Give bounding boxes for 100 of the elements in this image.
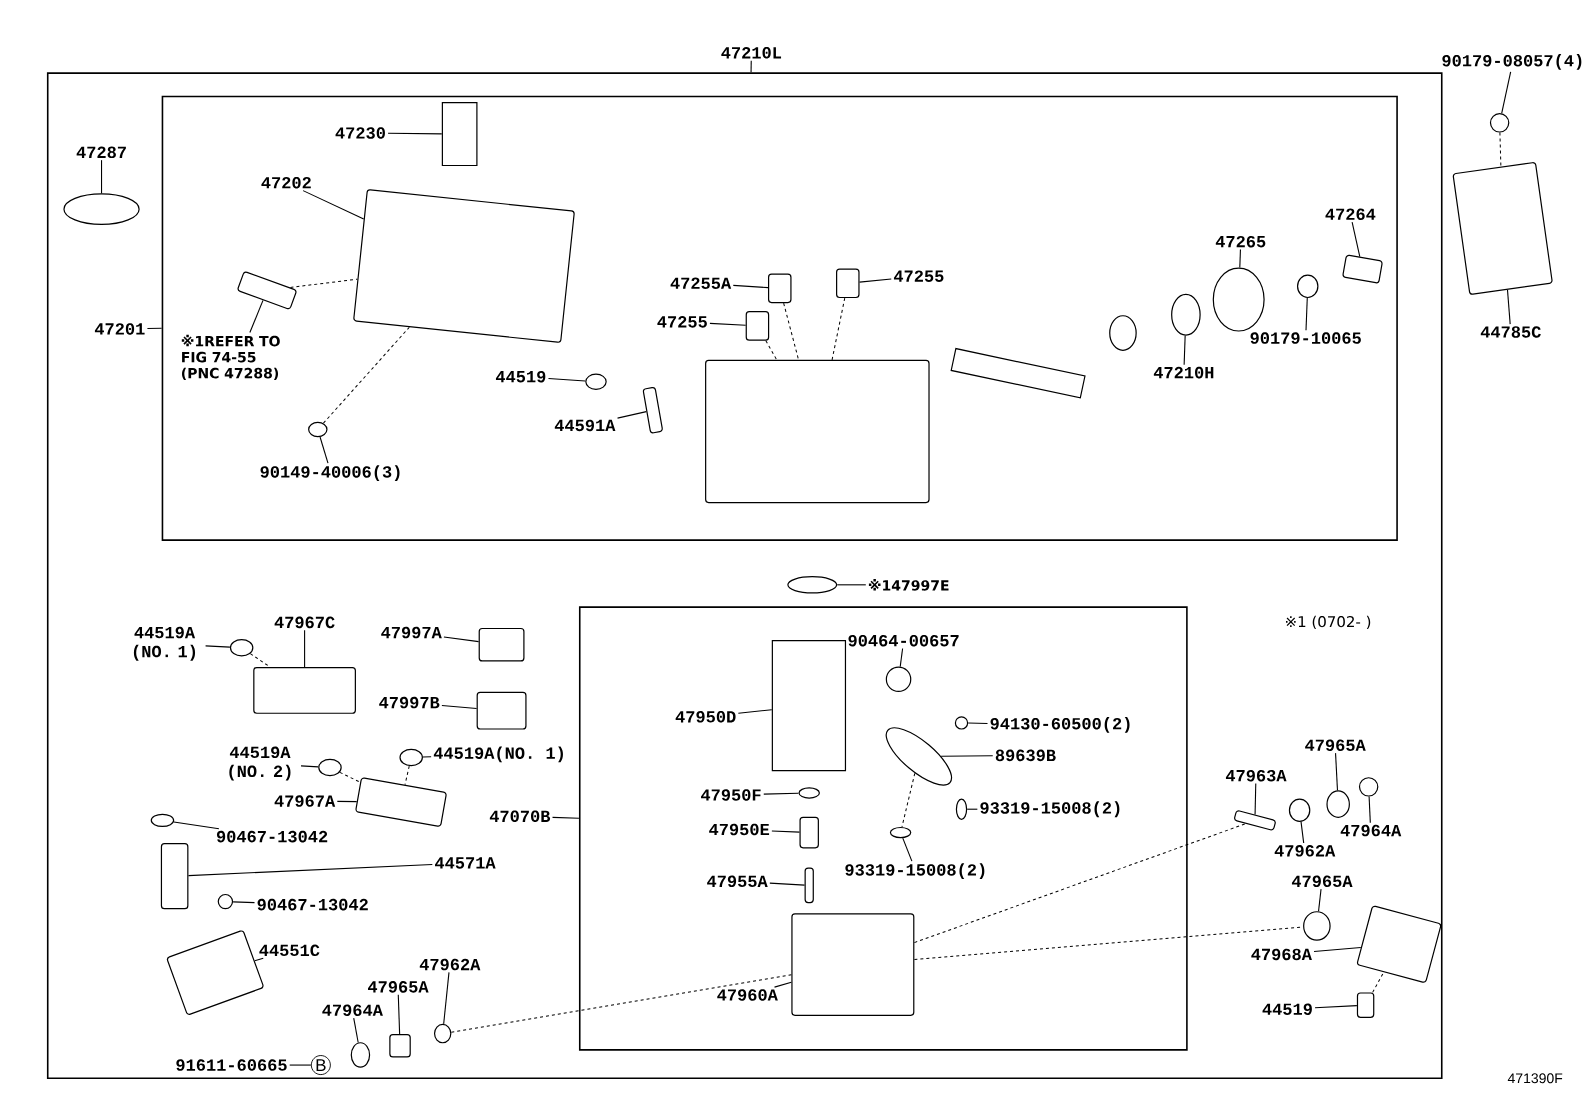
bolt-drawing (399, 748, 423, 767)
part-number: 47202 (261, 176, 311, 189)
leader-line (1506, 289, 1511, 325)
group-frame (161, 95, 1398, 541)
part-number: 44519 (1262, 1003, 1312, 1015)
part-number: 47230 (335, 127, 385, 139)
leader-line (732, 284, 769, 289)
leader-line (304, 629, 306, 668)
part-number: 47962A (419, 958, 481, 971)
bolt-drawing (804, 867, 814, 904)
circle-mark: B (310, 1055, 331, 1075)
nut-drawing (1489, 113, 1510, 133)
leader-line (547, 377, 586, 382)
leader-line (187, 863, 433, 877)
gasket-drawing (63, 193, 140, 225)
leader-line (387, 132, 443, 135)
part-number: 47962A (1274, 845, 1336, 857)
part-number: 93319-15008(2) (845, 863, 985, 880)
leader-line (249, 299, 264, 334)
reservoir-drawing (353, 189, 575, 343)
bolt-drawing (229, 639, 254, 657)
part-number: 44519 (495, 370, 546, 383)
cap-drawing (441, 101, 478, 167)
leader-line (232, 901, 256, 904)
bolt-drawing (1356, 992, 1375, 1018)
part-number: 90467-13042 (257, 898, 368, 911)
leader-line (750, 60, 752, 73)
part-number: 47950D (675, 711, 736, 723)
hose-drawing (160, 843, 189, 910)
washer-drawing (798, 787, 820, 799)
leader-line (443, 636, 480, 643)
part-number: 47210H (1153, 366, 1214, 379)
cushion-drawing (389, 1033, 411, 1058)
leader-line (763, 792, 799, 795)
hose-clamp-drawing (150, 813, 175, 828)
actuator-drawing (705, 359, 930, 504)
part-number: 47965A (1291, 875, 1353, 888)
part-number: 47201 (94, 323, 145, 335)
note-text: ※1REFER TO FIG 74-55 (PNC 47288) (181, 334, 280, 381)
group-frame (578, 606, 1188, 1051)
bracket-drawing (642, 386, 663, 434)
leader-line (397, 994, 401, 1035)
part-number: 47964A (322, 1004, 383, 1016)
part-number: 90149-40006(3) (260, 465, 400, 482)
leader-line (441, 704, 478, 710)
leader-line (1313, 946, 1362, 953)
leader-line (1254, 783, 1257, 816)
leader-line (1305, 297, 1308, 331)
dashed-line (450, 974, 792, 1033)
dashed-line (831, 297, 846, 361)
dashed-line (913, 926, 1304, 960)
leader-line (300, 765, 319, 768)
plug-drawing (745, 311, 770, 341)
part-number: 47210L (721, 47, 782, 59)
note-text: ※1 (0702- ) (1286, 615, 1371, 630)
part-number: 44519A (NO. 2) (229, 746, 291, 781)
harness-drawing (885, 727, 953, 786)
part-number: 47965A (1305, 739, 1366, 751)
collar-drawing (1358, 777, 1379, 797)
leader-line (737, 709, 773, 714)
leader-line (146, 327, 163, 329)
boot-drawing (1212, 267, 1265, 332)
grommet-drawing (1288, 798, 1311, 822)
leader-line (443, 971, 450, 1025)
leader-line (302, 190, 365, 220)
part-number: 47967A (274, 795, 336, 807)
leader-line (1183, 335, 1186, 366)
dashed-line (901, 772, 916, 828)
plug-drawing (768, 273, 792, 304)
leader-line (552, 816, 580, 819)
collar-drawing (350, 1042, 371, 1068)
leader-line (254, 957, 264, 962)
plate-gasket-drawing (1452, 162, 1553, 295)
part-number: 47968A (1251, 948, 1312, 961)
leader-line (1368, 796, 1371, 824)
bolt-drawing (318, 758, 342, 777)
nut-drawing (954, 716, 969, 730)
dashed-line (1499, 132, 1502, 168)
leader-line (205, 645, 231, 648)
part-number: 94130-60500(2) (990, 717, 1130, 733)
part-number: 91611-60665 (176, 1059, 287, 1071)
motor-drawing (771, 640, 847, 772)
plug-drawing (836, 268, 860, 299)
part-number: 47967C (274, 616, 335, 629)
dashed-line (1372, 971, 1385, 993)
leader-line (966, 808, 978, 810)
leader-line (289, 1064, 312, 1066)
figure-number: 471390F (1507, 1073, 1563, 1084)
leader-line (836, 584, 867, 586)
part-number: 47950E (709, 823, 770, 836)
dashed-line (783, 302, 800, 361)
cushion-drawing (1303, 911, 1331, 941)
bracket-drawing (355, 777, 447, 827)
part-number: 47255 (657, 316, 707, 328)
part-number: 90179-10065 (1250, 332, 1361, 344)
dashed-line (765, 340, 778, 361)
bolt-drawing (585, 373, 607, 390)
pump-drawing (791, 913, 915, 1016)
leader-line (319, 436, 329, 464)
leader-line (709, 322, 747, 326)
